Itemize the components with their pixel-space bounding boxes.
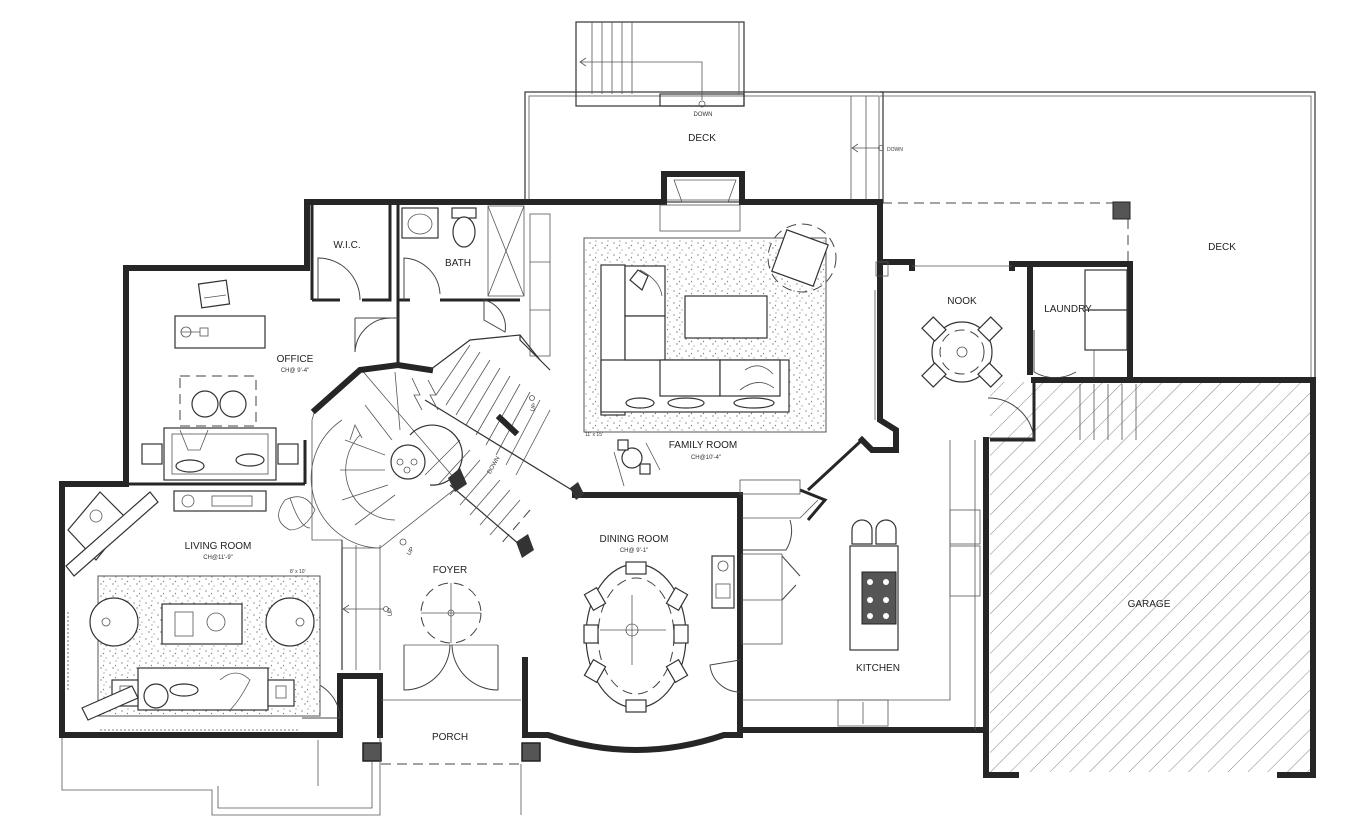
porch: [61, 699, 522, 816]
nook-table: [921, 316, 1003, 388]
family-room-furniture: [583, 179, 837, 487]
note-down-deck: DOWN: [887, 147, 903, 153]
label-family-room: FAMILY ROOM: [669, 440, 738, 451]
deck-stair: [575, 21, 745, 108]
label-family-ch: CH@10'-4": [691, 455, 721, 461]
label-kitchen: KITCHEN: [856, 663, 900, 674]
garage: [990, 382, 1310, 772]
kitchen-island: [849, 519, 899, 651]
note-stair-down: DOWN: [487, 456, 502, 475]
label-deck-top: DECK: [688, 133, 716, 144]
foyer-up-arrow: [342, 604, 389, 614]
label-wic: W.I.C.: [333, 240, 360, 251]
label-deck-right: DECK: [1208, 242, 1236, 253]
deck-top-outline: [524, 91, 884, 203]
label-office-ch: CH@ 9'-4": [281, 368, 309, 374]
doors: [301, 257, 1077, 719]
foyer-fixture: [420, 582, 482, 644]
label-porch: PORCH: [432, 732, 468, 743]
dining-furniture: [583, 555, 735, 713]
note-rug-family: 11' x 15': [585, 432, 603, 438]
label-bath: BATH: [445, 258, 471, 269]
office-furniture: [141, 279, 299, 481]
deck-right-outline: [850, 91, 1316, 378]
label-garage: GARAGE: [1128, 599, 1171, 610]
label-living-room: LIVING ROOM: [185, 541, 252, 552]
bath-fixtures: [401, 207, 477, 248]
main-stair: [310, 334, 584, 558]
deck-down-arrow: [851, 143, 884, 153]
label-dining-room: DINING ROOM: [600, 534, 669, 545]
exterior-walls: [59, 171, 1316, 778]
note-stair-up: UP: [530, 403, 538, 413]
interior-walls: [126, 205, 1128, 730]
deck-post: [1112, 201, 1131, 220]
living-room-furniture: [65, 490, 321, 731]
note-rug-living: 8' x 10': [290, 569, 306, 575]
label-foyer: FOYER: [433, 565, 467, 576]
note-down-top: DOWN: [694, 112, 713, 118]
label-nook: NOOK: [947, 296, 977, 307]
note-up-foyer: UP: [388, 608, 394, 616]
note-up-small: UP: [406, 546, 415, 556]
label-office: OFFICE: [277, 354, 314, 365]
label-laundry: LAUNDRY: [1044, 304, 1092, 315]
label-dining-ch: CH@ 9'-1": [620, 548, 648, 554]
label-living-ch: CH@11'-9": [203, 555, 233, 561]
